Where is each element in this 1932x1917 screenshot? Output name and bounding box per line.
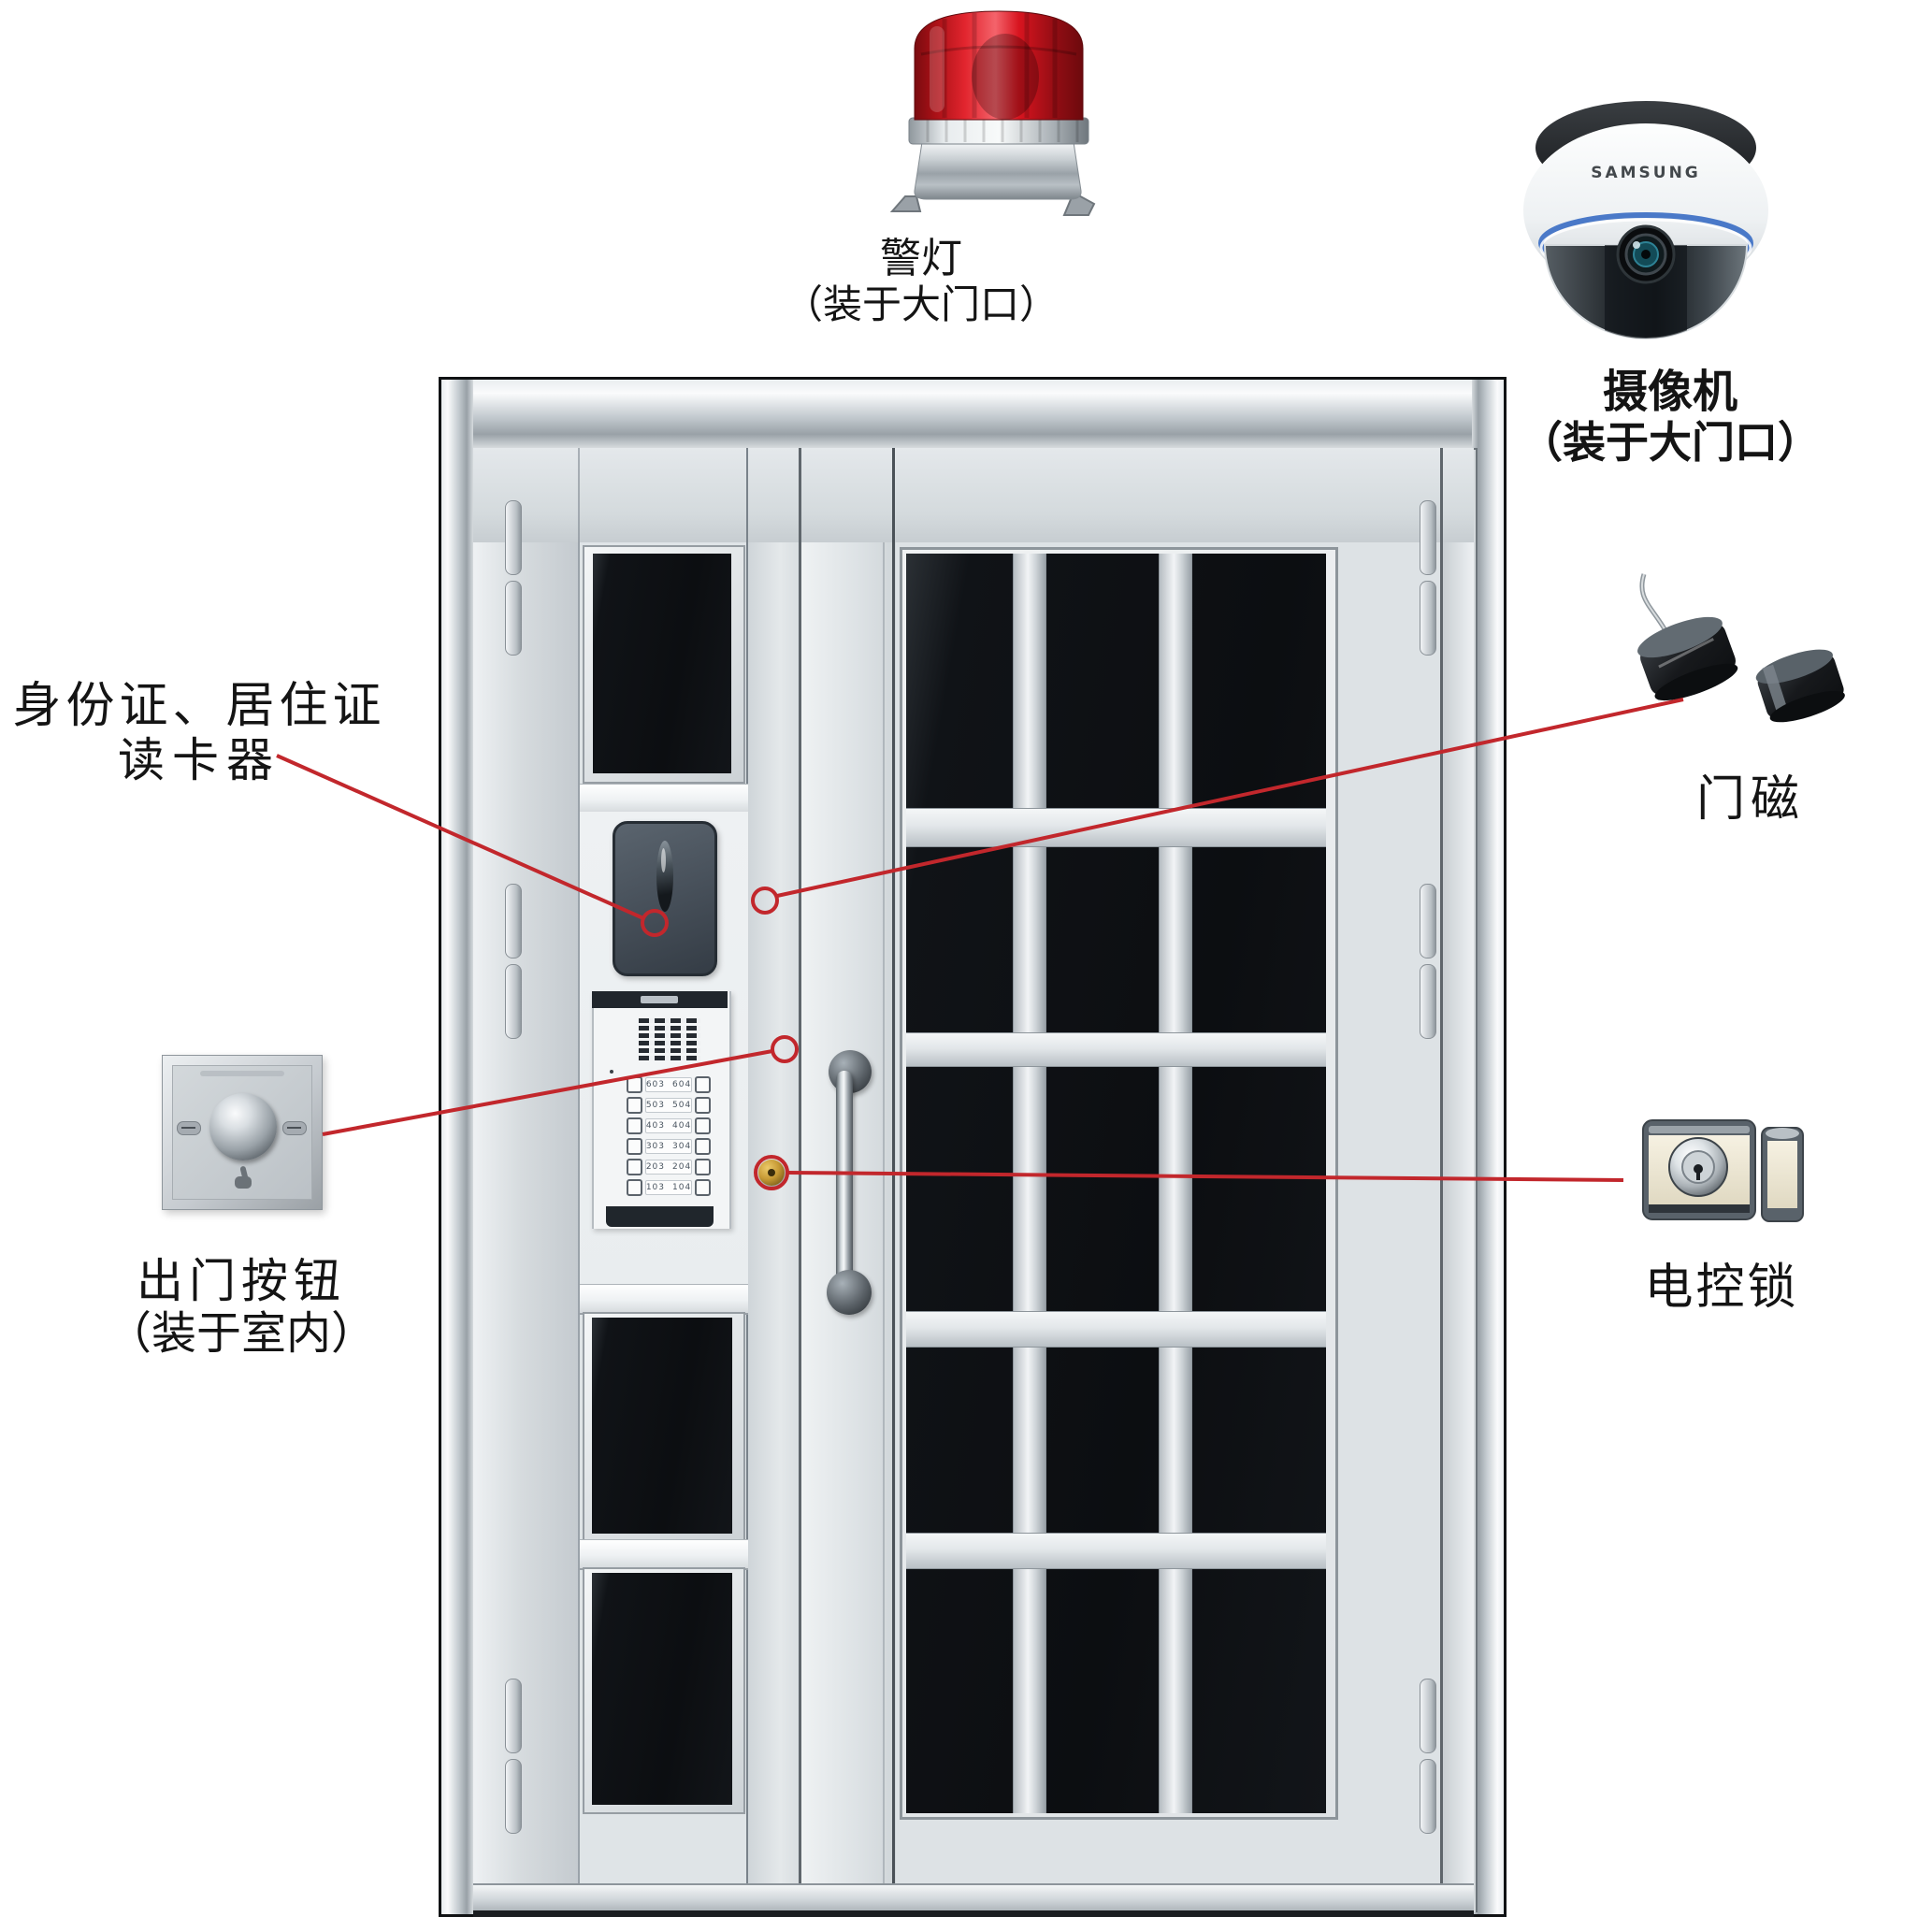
seam-line [1440,448,1443,1883]
hinge [1420,1679,1436,1753]
card-reader-lens-icon [656,841,673,912]
hinge [1420,1759,1436,1834]
hinge [505,964,522,1039]
electric-lock-label: 电控锁 [1628,1260,1815,1316]
camera-location: （装于大门口） [1520,416,1821,468]
unit-number: 204 [672,1162,692,1172]
hinge [1420,964,1436,1039]
call-button[interactable] [695,1179,711,1196]
camera-label: 摄像机 （装于大门口） [1502,367,1838,467]
exit-button-name: 出门按钮 [137,1254,346,1308]
hinge [505,1759,522,1834]
plate-engraving [200,1071,284,1076]
seam-line [578,448,580,1883]
exit-button-location: （装于室内） [106,1307,376,1360]
door-magnet-label: 门磁 [1657,771,1844,828]
call-button[interactable] [627,1159,642,1175]
camera-name: 摄像机 [1602,366,1737,418]
hinge [1420,500,1436,575]
hinge [505,1679,522,1753]
hinge [505,581,522,656]
door-frame-top [441,380,1504,448]
glass-divider-horizontal [906,1033,1326,1066]
screw-slot-icon [282,1121,307,1135]
intercom-bottom-cap [606,1206,714,1227]
alarm-light-label: 警灯 （装于大门口） [655,235,1188,328]
door-handle[interactable] [827,1270,872,1315]
exit-button-device[interactable] [162,1055,323,1210]
door-magnet-name: 门磁 [1695,771,1805,828]
unit-number: 203 [645,1162,665,1172]
call-button[interactable] [627,1179,642,1196]
hinge [1420,581,1436,656]
camera-brand-text: SAMSUNG [1591,164,1701,182]
left-glass-frame [583,1312,745,1543]
glass-divider-horizontal [906,1534,1326,1568]
call-button[interactable] [695,1159,711,1175]
glass-divider-horizontal [906,1312,1326,1347]
left-glass-frame [583,545,745,784]
card-reader-label: 身份证、居住证 读卡器 [0,678,398,788]
door-frame-left [441,380,473,1914]
screw-slot-icon [177,1121,201,1135]
left-glass-pane [592,1318,732,1534]
door-handle-bar[interactable] [836,1071,853,1293]
alarm-light-location: （装于大门口） [783,281,1059,328]
door-top-rail [473,448,1474,545]
intercom-row[interactable]: 103 104 [627,1179,711,1196]
electric-lock-name: 电控锁 [1644,1260,1799,1316]
unit-number: 304 [672,1142,692,1151]
call-button[interactable] [627,1138,642,1155]
left-glass-pane [592,1573,732,1805]
door-magnet-icon [1637,573,1845,723]
dome-camera-icon: SAMSUNG [1523,101,1768,339]
intercom-row[interactable]: 203 204 [627,1159,711,1175]
electric-lock-icon [1642,1119,1804,1222]
card-reader-name-line2: 读卡器 [118,733,281,788]
leaf-gap-line [892,448,895,1883]
hinge [505,500,522,575]
card-reader-name-line1: 身份证、居住证 [12,678,386,734]
unit-number: 104 [672,1183,692,1192]
unit-number: 303 [645,1142,665,1151]
exit-button-label: 出门按钮 （装于室内） [78,1255,405,1360]
alarm-beacon-icon [889,10,1096,216]
call-button[interactable] [695,1138,711,1155]
left-glass-pane [593,554,731,773]
unit-number: 103 [645,1183,665,1192]
door-sill [473,1883,1474,1912]
door-sill-base [473,1910,1474,1917]
intercom-row[interactable]: 303 304 [627,1138,711,1155]
seam-line [883,542,885,1883]
alarm-light-name: 警灯 [880,235,962,282]
seam-line [799,448,801,1883]
left-glass-frame [583,1567,745,1814]
intercom-top-cap [592,991,728,1008]
press-hand-icon [232,1165,254,1190]
exit-push-button[interactable] [209,1093,277,1160]
